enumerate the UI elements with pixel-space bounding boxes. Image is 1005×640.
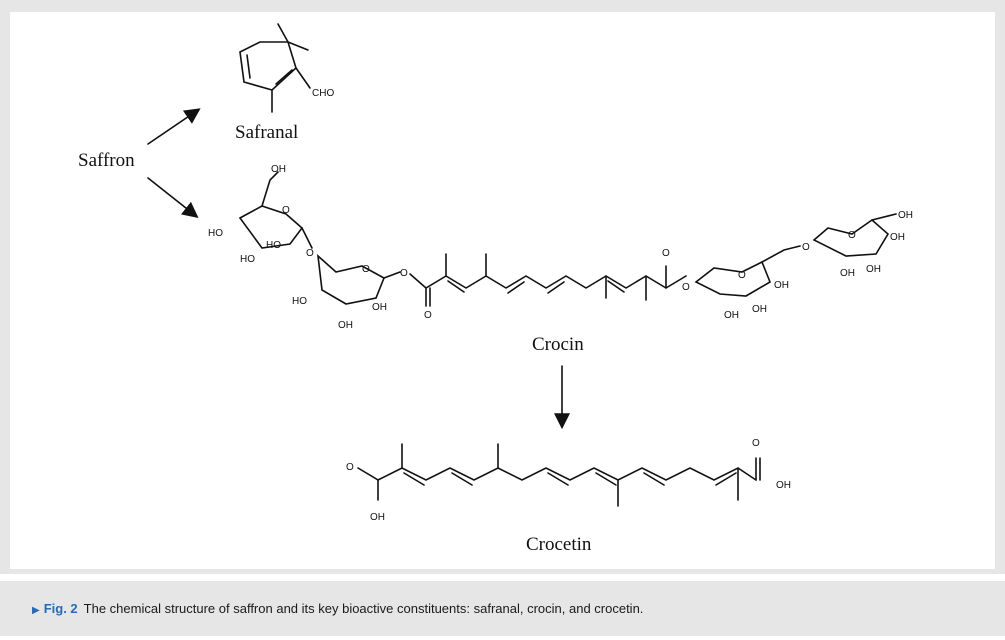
- svg-text:OH: OH: [370, 512, 385, 523]
- svg-text:OH: OH: [866, 264, 881, 275]
- crocetin-structure: O OH O OH: [346, 438, 791, 523]
- svg-text:OH: OH: [898, 210, 913, 221]
- svg-text:OH: OH: [890, 232, 905, 243]
- svg-text:O: O: [848, 230, 856, 241]
- svg-text:O: O: [346, 462, 354, 473]
- crocetin-label: Crocetin: [526, 534, 592, 555]
- arrow-to-crocin: [147, 177, 199, 218]
- svg-text:HO: HO: [240, 254, 255, 265]
- figure-caption: ▶Fig. 2 The chemical structure of saffron…: [32, 601, 643, 616]
- svg-text:OH: OH: [776, 480, 791, 491]
- svg-text:O: O: [752, 438, 760, 449]
- caption-body: The chemical structure of saffron and it…: [83, 601, 644, 616]
- svg-text:O: O: [682, 282, 690, 293]
- svg-text:OH: OH: [271, 164, 286, 175]
- svg-text:O: O: [738, 270, 746, 281]
- caption-marker-icon: ▶: [32, 605, 40, 616]
- safranal-label: Safranal: [235, 122, 298, 143]
- svg-text:O: O: [282, 205, 290, 216]
- arrow-to-safranal: [147, 108, 201, 145]
- svg-text:O: O: [362, 264, 370, 275]
- svg-text:O: O: [306, 248, 314, 259]
- chemical-structure-figure: Saffron CHO Safranal OH O HO HO HO: [78, 23, 913, 555]
- svg-text:O: O: [802, 242, 810, 253]
- figure-panel: [10, 12, 995, 569]
- crocin-label: Crocin: [532, 334, 584, 355]
- figure-frame: Saffron CHO Safranal OH O HO HO HO: [0, 0, 1005, 574]
- svg-text:OH: OH: [724, 310, 739, 321]
- svg-text:O: O: [662, 248, 670, 259]
- svg-text:OH: OH: [752, 304, 767, 315]
- safranal-structure: CHO: [239, 23, 334, 113]
- svg-text:OH: OH: [372, 302, 387, 313]
- svg-text:HO: HO: [266, 240, 281, 251]
- svg-text:OH: OH: [338, 320, 353, 331]
- svg-text:OH: OH: [840, 268, 855, 279]
- svg-text:HO: HO: [208, 228, 223, 239]
- svg-text:HO: HO: [292, 296, 307, 307]
- svg-text:O: O: [400, 268, 408, 279]
- caption-figure-label: Fig. 2: [43, 601, 78, 616]
- crocin-structure: OH O HO HO HO O O HO OH OH O O: [208, 164, 913, 331]
- saffron-label: Saffron: [78, 150, 135, 171]
- svg-text:OH: OH: [774, 280, 789, 291]
- caption-bar: ▶Fig. 2 The chemical structure of saffron…: [0, 581, 1005, 636]
- svg-text:O: O: [424, 310, 432, 321]
- safranal-cho-label: CHO: [312, 88, 334, 99]
